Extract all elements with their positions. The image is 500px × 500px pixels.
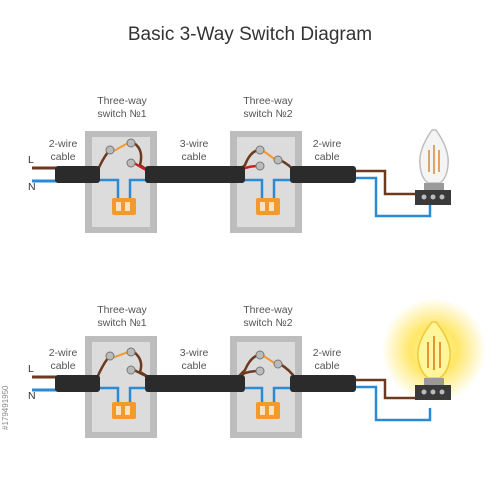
- switch2-terminal-t2: [255, 161, 265, 171]
- connector-lever-b: [269, 406, 274, 415]
- cable-left: [55, 375, 100, 392]
- cable-middle: [145, 375, 245, 392]
- switch1-lever: [111, 142, 129, 153]
- connector-lever-a: [260, 406, 265, 415]
- circuit-1: Three-way switch №1 Three-way switch №2 …: [28, 95, 451, 233]
- switch2-lever: [261, 354, 277, 365]
- switch1-terminal-t2: [126, 365, 136, 375]
- cable-mid-label-line1: 3-wire: [180, 138, 209, 150]
- switch1-neutral-in: [97, 386, 120, 404]
- live-line-label: L: [28, 363, 34, 375]
- switch1-neutral-out: [128, 386, 150, 404]
- page-title: Basic 3-Way Switch Diagram: [128, 24, 372, 45]
- switch2-label-line1: Three-way: [243, 304, 293, 316]
- switch1-label-line2: switch №1: [97, 108, 146, 120]
- switch2-neutral-out: [272, 178, 295, 200]
- cable-right-label-line1: 2-wire: [313, 347, 342, 359]
- connector-lever-b: [125, 202, 130, 211]
- switch1-lever: [111, 351, 129, 359]
- live-line-label: L: [28, 154, 34, 166]
- switch2-terminal-com: [273, 155, 283, 165]
- switch2-label-line2: switch №2: [243, 108, 292, 120]
- cable-left-label-line2: cable: [50, 151, 75, 163]
- lightbulb-icon: [415, 129, 451, 205]
- switch2-terminal-t2: [255, 366, 265, 376]
- cable-mid-label-line1: 3-wire: [180, 347, 209, 359]
- lightbulb-icon: [382, 298, 486, 402]
- cable-right-label-line1: 2-wire: [313, 138, 342, 150]
- connector-lever-a: [116, 406, 121, 415]
- cable-left: [55, 166, 100, 183]
- switch1-neutral-in: [97, 178, 120, 200]
- switch1-label-line1: Three-way: [97, 95, 147, 107]
- wago-connector-icon: [112, 402, 136, 419]
- cable-mid-label-line2: cable: [181, 360, 206, 372]
- switch1-terminal-t1: [126, 138, 136, 148]
- switch1-label-line1: Three-way: [97, 304, 147, 316]
- switch1-neutral-out: [128, 178, 150, 200]
- cable-right: [290, 375, 356, 392]
- bulb-live-wire: [356, 169, 418, 196]
- watermark-id: #179491950: [1, 385, 10, 430]
- wago-connector-icon: [256, 198, 280, 215]
- switch2-terminal-com: [273, 359, 283, 369]
- circuit-2: Three-way switch №1 Three-way switch №2 …: [28, 298, 486, 438]
- switch2-lever: [261, 149, 277, 161]
- cable-left-label-line1: 2-wire: [49, 347, 78, 359]
- switch2-neutral-in: [237, 178, 264, 200]
- connector-lever-b: [269, 202, 274, 211]
- cable-mid-label-line2: cable: [181, 151, 206, 163]
- switch1-terminal-t2: [126, 158, 136, 168]
- switch1-terminal-com: [105, 145, 115, 155]
- switch2-terminal-t1: [255, 350, 265, 360]
- bulb-live-wire: [356, 378, 418, 400]
- cable-right: [290, 166, 356, 183]
- cable-right-label-line2: cable: [314, 360, 339, 372]
- switch2-neutral-in: [237, 386, 264, 404]
- neutral-line-label: N: [28, 181, 36, 193]
- switch1-traveler-a: [133, 141, 151, 174]
- switch2-neutral-out: [272, 386, 295, 404]
- bulb-neutral-wire: [356, 176, 432, 218]
- switch1-terminal-t1: [126, 347, 136, 357]
- switch2-label-line2: switch №2: [243, 317, 292, 329]
- cable-middle: [145, 166, 245, 183]
- cable-right-label-line2: cable: [314, 151, 339, 163]
- cable-left-label-line2: cable: [50, 360, 75, 372]
- connector-lever-a: [260, 202, 265, 211]
- switch1-terminal-com: [105, 351, 115, 361]
- wago-connector-icon: [112, 198, 136, 215]
- cable-left-label-line1: 2-wire: [49, 138, 78, 150]
- connector-lever-b: [125, 406, 130, 415]
- bulb-neutral-wire: [356, 385, 432, 422]
- switch2-label-line1: Three-way: [243, 95, 293, 107]
- neutral-line-label: N: [28, 390, 36, 402]
- connector-lever-a: [116, 202, 121, 211]
- switch2-terminal-t1: [255, 145, 265, 155]
- wago-connector-icon: [256, 402, 280, 419]
- switch1-label-line2: switch №1: [97, 317, 146, 329]
